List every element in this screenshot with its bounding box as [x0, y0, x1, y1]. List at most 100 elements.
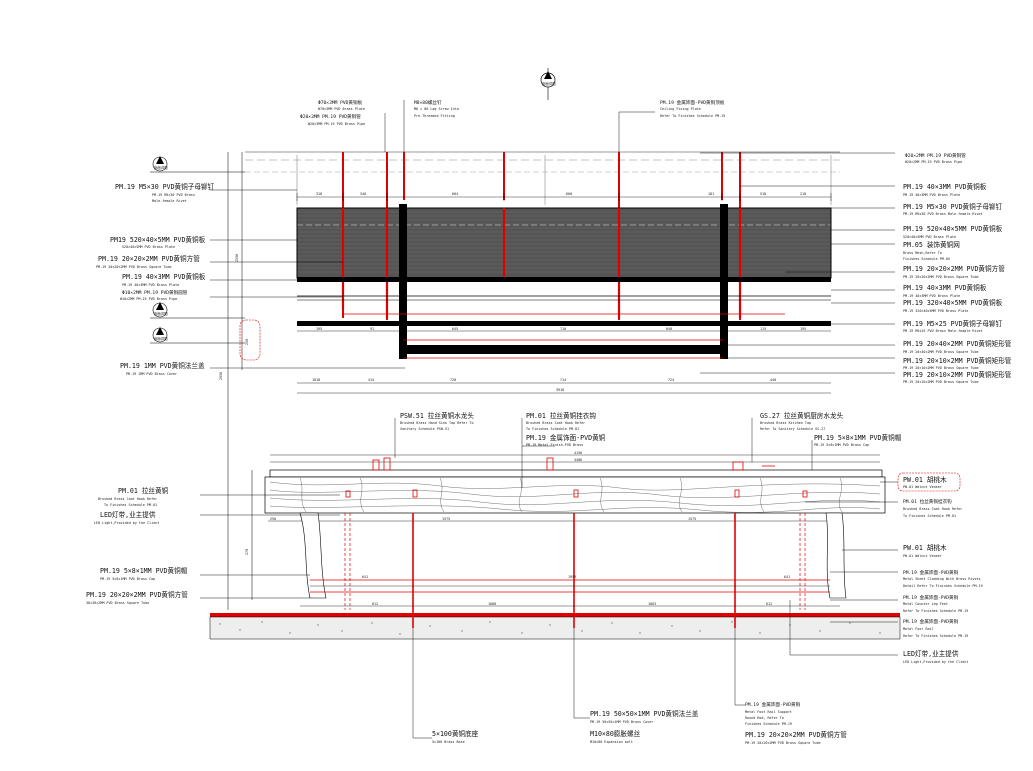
bottom-label-3-l3: Round Rod, Refer To: [745, 716, 784, 720]
right-upper-11-cn: PM.19 20×10×2MM PVD黄铜矩形管: [903, 370, 1012, 379]
left-lower-2-cn: PM.19 5×8×1MM PVD黄铜帽: [100, 566, 188, 575]
left-upper-0-en2: Male-female Rivet: [152, 199, 187, 203]
mid-label-3-l1: PM.19 金属饰面-PVD黄铜: [526, 433, 606, 442]
dim-top-1: 340: [360, 192, 366, 196]
top-label-3-l3: Refer To Finishes Schedule PM.19: [660, 114, 725, 118]
right-upper-1-cn: PM.19 40×3MM PVD黄铜板: [903, 182, 987, 191]
dim-top-2: 604: [452, 192, 458, 196]
dim-row3-5: 440: [770, 378, 776, 382]
dim-floor-1: 1068: [488, 602, 496, 606]
left-upper-1-en: 520×40×5MM PVD Brass Plate: [122, 245, 175, 249]
right-upper-2-cn: PM.19 M5×30 PVD黄铜子母铆钉: [903, 202, 1003, 211]
right-lower-4-en: Metal Counter Leg Feet: [903, 602, 948, 606]
right-lower-6-cn: LED灯带,业主提供: [903, 649, 959, 658]
left-upper-2-en: PM.19 20×20×2MM PVD Brass Square Tube: [96, 265, 172, 269]
bottom-label-3-l2: Metal Foot Rail Support: [745, 710, 792, 714]
top-label-2-l1: M8×80螺丝钉: [414, 99, 442, 106]
dim-side-0: 250: [245, 339, 249, 345]
left-upper-1-cn: PM19 520×40×5MM PVD黄铜板: [110, 235, 206, 244]
right-upper-9-cn: PM.19 20×40×2MM PVD黄铜矩形管: [903, 339, 1012, 348]
right-lower-labels: PW.01 胡桃木 PW.01 Walnut Veneer PM.01 拉丝黄铜…: [897, 472, 983, 664]
right-lower-2-en: PW.01 Walnut Veneer: [903, 554, 942, 558]
right-upper-labels: Φ20×2MM PM.19 PVD黄铜管 Φ20×2MM PM.19 PVD B…: [903, 152, 1012, 384]
left-upper-0-en: PM.19 M5×30 PVD Brass: [152, 193, 195, 197]
left-upper-3-cn: PM.19 40×3MM PVD黄铜板: [122, 272, 206, 281]
marker-l1-label: 剖面详图: [154, 165, 168, 170]
dim-row-3: [297, 382, 831, 394]
left-lower-1-en: LED Light,Provided by the Client: [94, 521, 159, 525]
dim-top-6: 218: [800, 192, 806, 196]
dim-row3-1: 415: [368, 378, 374, 382]
left-upper-5-cn: PM.19 1MM PVD黄铜法兰盖: [120, 361, 205, 370]
dim-row2-5: 115: [760, 327, 766, 331]
dim-top-4: 181: [708, 192, 714, 196]
right-upper-5-cn: PM.19 20×20×2MM PVD黄铜方管: [903, 264, 1005, 273]
top-label-pipe: Φ70×3MM PVD黄铜板 Φ70×3MM PVD Brass Plate Φ…: [300, 99, 365, 126]
mid-label-1-l3: Sanitary Schedule PSW.51: [400, 427, 449, 431]
top-label-1-l4: Φ20×3MM PM.19 PVD Brass Pipe: [308, 122, 365, 126]
right-lower-5-en: Metal Foor Rail: [903, 627, 934, 631]
right-upper-5-en: PM.19 20×20×2MM PVD Brass Square Tube: [903, 275, 979, 279]
floor: [209, 613, 901, 640]
mid-label-5-l2: PM.19 5×8×1MM PVD Brass Cap: [814, 443, 869, 447]
left-lower-0-en2: To Finishes Schedule PM.01: [104, 503, 157, 507]
mid-label-3-l2: PM.19 Metal Finish-PVD Brass: [526, 443, 583, 447]
bottom-label-1-l2: 5×100 Brass Base: [432, 740, 465, 744]
mid-label-2-l1: PM.01 拉丝黄铜挂衣钩: [526, 411, 596, 420]
right-upper-4-en: Brass Mesh,Refer To: [903, 251, 942, 255]
brass-mesh-panel: [297, 208, 831, 278]
top-label-screw: M8×80螺丝钉 M8 × 80 Lag Screw Into Pre-Thre…: [414, 99, 459, 118]
dim-row2-4: 640: [666, 327, 672, 331]
right-upper-4-cn: PM.05 装饰黄铜网: [903, 240, 960, 249]
dim-top-3: 600: [566, 192, 572, 196]
dim-floor-3: 612: [766, 602, 772, 606]
mid-label-2-l2: Brushed Brass Coat Hook Refer: [526, 421, 585, 425]
right-lower-1-en: Brushed Brass Coat Hook Refer: [903, 507, 962, 511]
right-lower-4-en2: Refer To Finishes Schedule PM.19: [903, 609, 968, 613]
dim-row2-6: 195: [800, 327, 806, 331]
left-upper-3-en: PM.19 40×3MM PVD Brass Plate: [122, 283, 179, 287]
right-lower-3-en2: Detail Refer To Finishes Schedule PM.19: [903, 584, 983, 588]
dim-top-5: 518: [760, 192, 766, 196]
top-label-3-l1: PM.19 金属饰面-PVD黄铜顶板: [660, 99, 725, 106]
right-upper-0-cn: Φ20×2MM PM.19 PVD黄铜管: [905, 152, 966, 159]
dim-lower-2: 641: [784, 575, 790, 579]
dim-row3-4: 724: [668, 378, 674, 382]
bottom-label-1-l1: 5×100黄铜底座: [432, 729, 479, 738]
section-marker-north: 剖面详图: [540, 68, 556, 100]
left-lower-0-en: Brushed Brass Coat Hook Refer: [98, 497, 157, 501]
dim-side-3: 2956: [219, 372, 223, 380]
bottom-labels: 5×100黄铜底座 5×100 Brass Base PM.19 50×50×1…: [413, 701, 847, 745]
north-marker-label: 剖面详图: [542, 81, 556, 86]
right-lower-2-cn: PW.01 胡桃木: [903, 543, 947, 552]
left-lower-2-en: PM.19 5×8×1MM PVD Brass Cap: [100, 577, 155, 581]
bottom-label-3-l1: PM.19 金属饰面-PVD黄铜: [745, 701, 801, 708]
right-lower-3-en: Metal Sheet Cladding With Brass Rivets: [903, 577, 981, 581]
top-label-1-l2: Φ70×3MM PVD Brass Plate: [318, 107, 365, 111]
left-upper-labels: PM.19 M5×30 PVD黄铜子母铆钉 PM.19 M5×30 PVD Br…: [96, 182, 215, 376]
dim-floor-2: 1863: [648, 602, 656, 606]
left-upper-5-en: PM.19 1MM PVD Brass Cover: [126, 372, 177, 376]
marker-l2-label: 剖面详图: [154, 311, 168, 316]
dim-counter-edge-left: 250: [270, 517, 276, 521]
right-upper-11-en: PM.19 20×10×2MM PVD Brass Square Tube: [903, 380, 979, 384]
bottom-label-3-l4: Finishes Schedule PM.19: [745, 722, 792, 726]
mid-label-4-l1: GS.27 拉丝黄铜厨房水龙头: [760, 411, 844, 420]
right-lower-5-cn: PM.19 金属饰面-PVD黄铜: [903, 618, 959, 625]
mid-label-5-l1: PM.19 5×8×1MM PVD黄铜帽: [814, 433, 902, 442]
marker-l3-label: 剖面详图: [154, 336, 168, 341]
left-vertical-dims: [227, 152, 261, 610]
right-lower-0-cn: PW.01 胡桃木: [903, 475, 947, 484]
bottom-label-2-l4: M10×80 Expansion bolt: [590, 740, 633, 744]
dim-counter-1: 1575: [688, 517, 696, 521]
right-upper-7-en: PM.19 320×40×5MM PVD Brass Plate: [903, 309, 968, 313]
top-label-2-l2: M8 × 80 Lag Screw Into: [414, 107, 459, 111]
right-upper-4-en2: Finishes Schedule PM.05: [903, 257, 950, 261]
dim-row2-3: 710: [560, 327, 566, 331]
top-label-ceiling: PM.19 金属饰面-PVD黄铜顶板 Ceiling Fixing Plate …: [660, 99, 725, 118]
mid-label-2-l3: To Finishes Schedule PM.01: [526, 427, 579, 431]
right-upper-9-en: PM.19 20×40×2MM PVD Brass Square Tube: [903, 350, 979, 354]
top-label-1-l3: Φ20×3MM PM.19 PVD黄铜管: [300, 113, 361, 120]
dim-lower-0: 641: [362, 575, 368, 579]
